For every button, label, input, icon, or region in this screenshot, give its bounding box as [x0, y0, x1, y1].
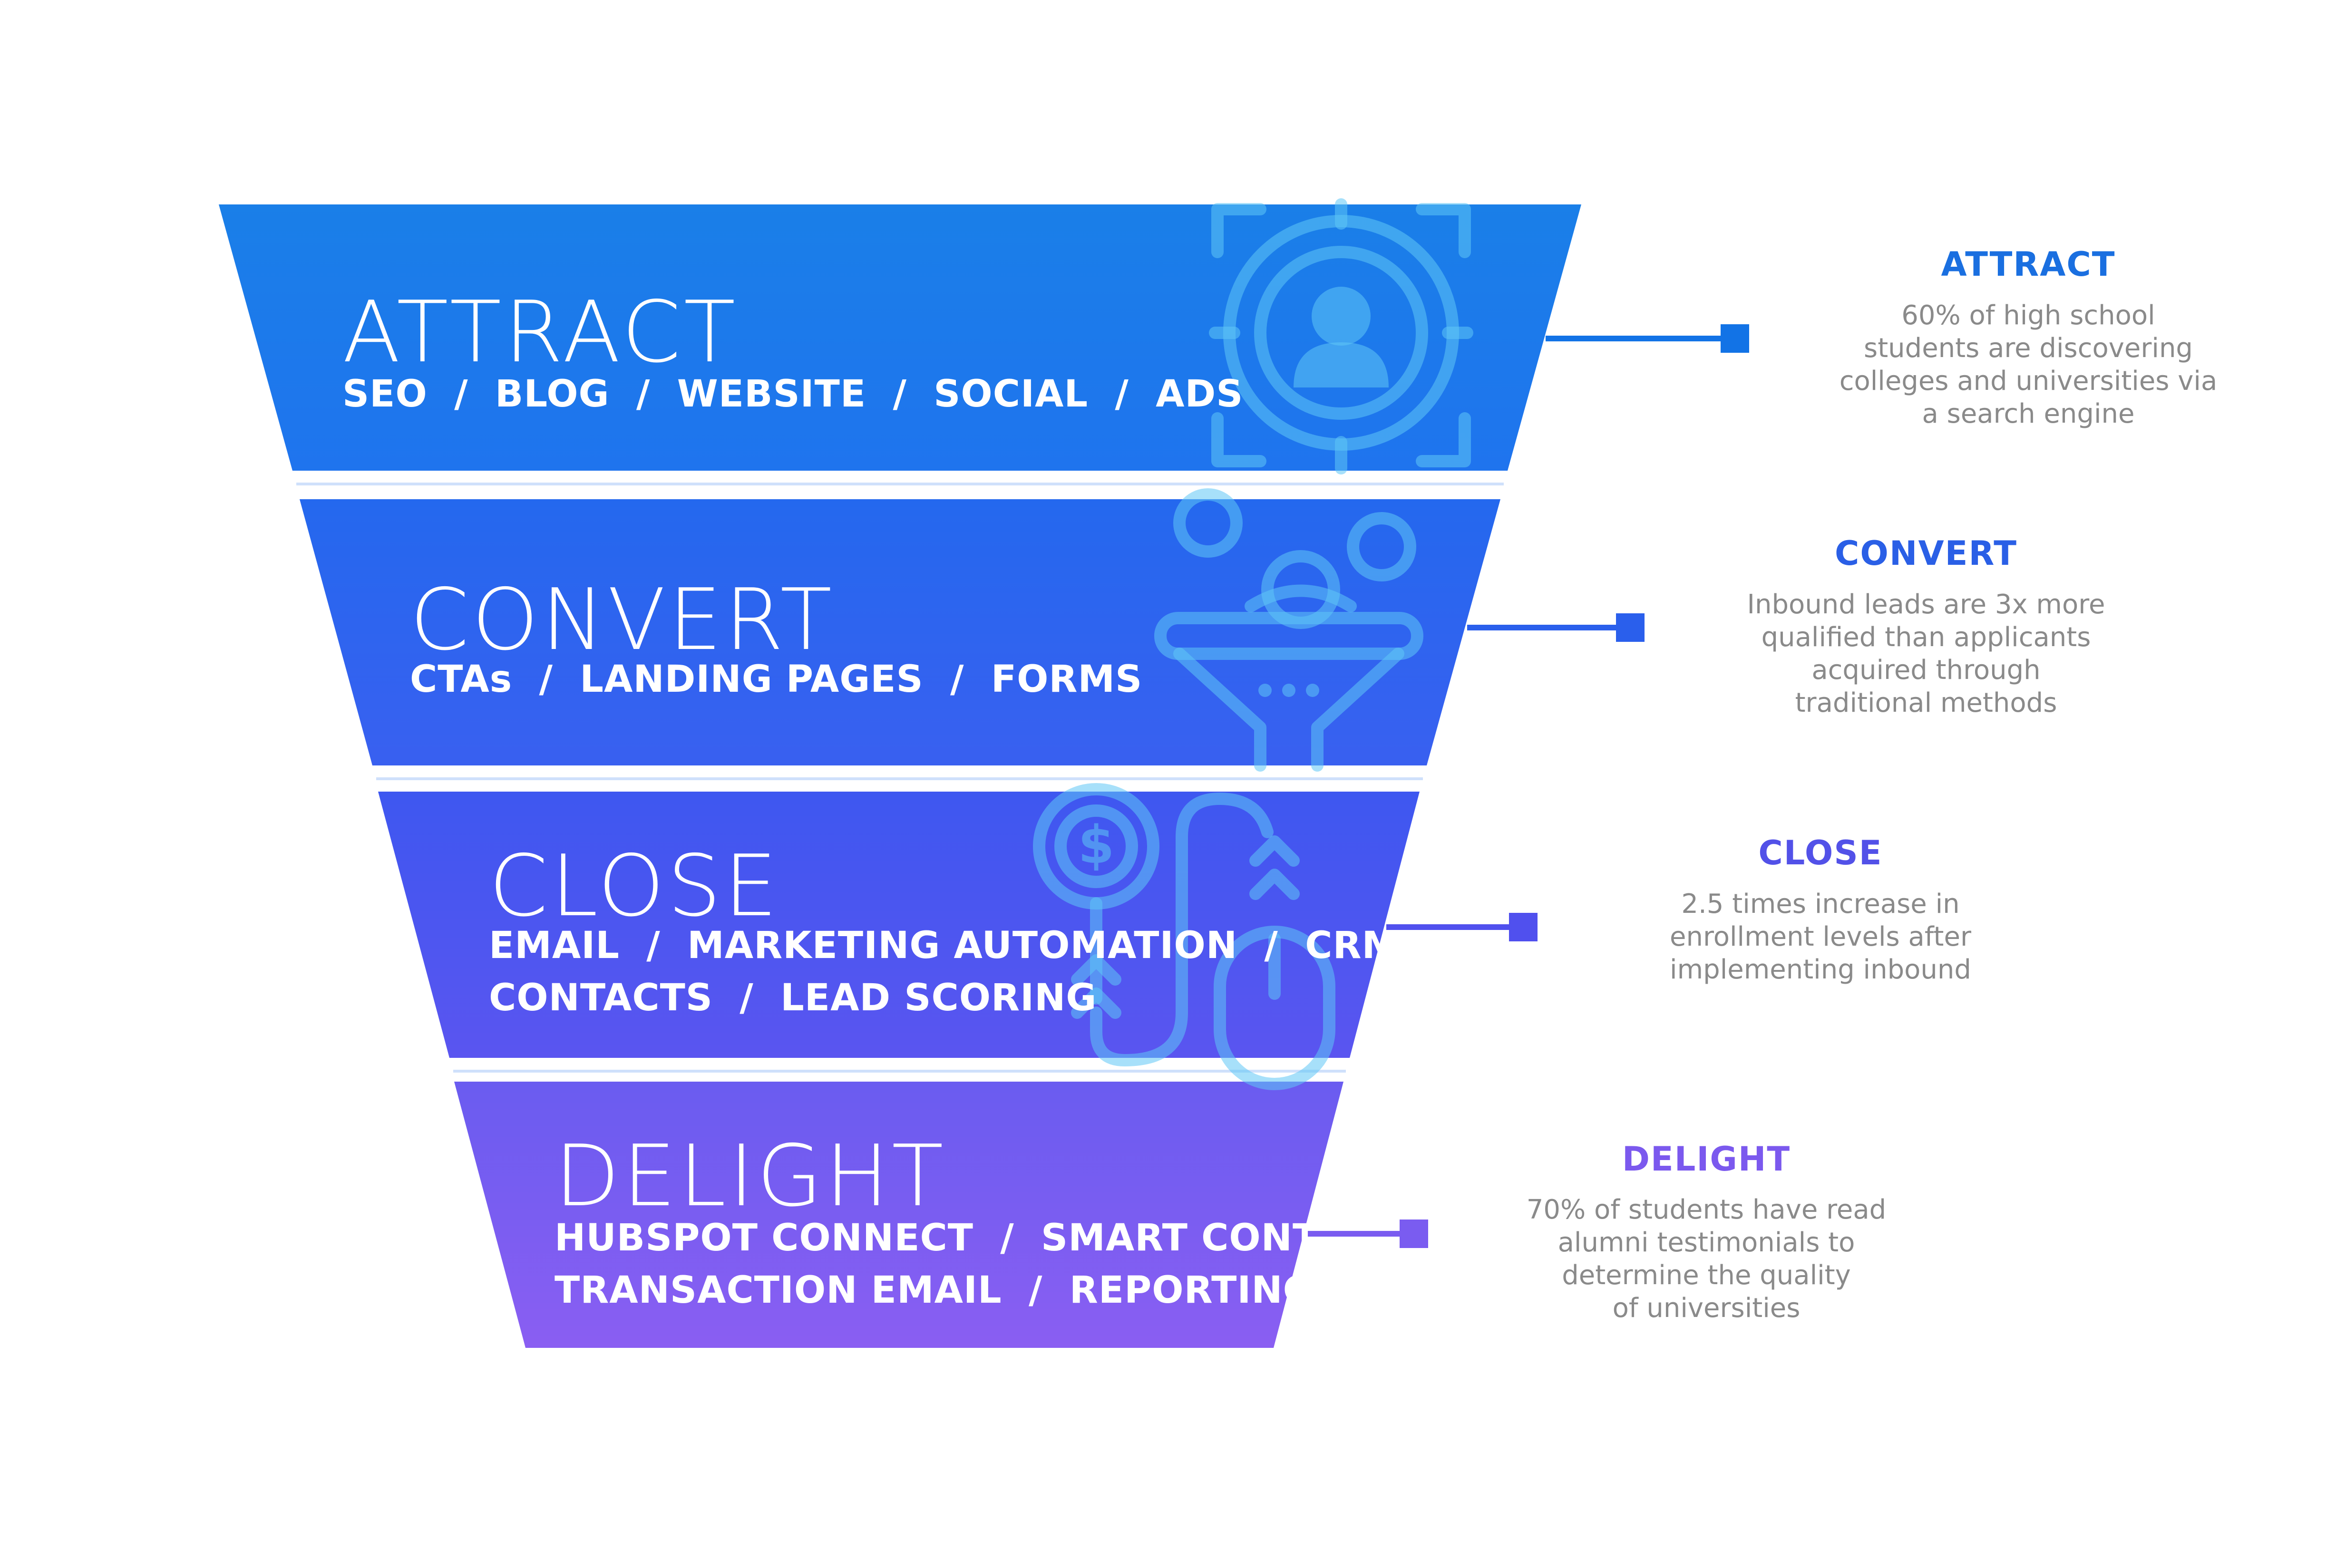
stage-title-convert: CONVERT: [410, 571, 835, 669]
bubble-icon: [1173, 488, 1243, 558]
user-body-icon: [1294, 342, 1389, 387]
side-title-close: CLOSE: [1758, 833, 1882, 872]
bubble-icon: [1347, 512, 1416, 581]
user-head-icon: [1312, 287, 1371, 346]
side-text-line: a search engine: [1922, 398, 2135, 429]
funnel-rim-icon: [1154, 612, 1423, 660]
side-text-line: implementing inbound: [1670, 954, 1971, 985]
stage-tools-delight: HUBSPOT CONNECT / SMART CONTENT: [555, 1217, 1402, 1259]
funnel-band-attract: [219, 204, 1581, 471]
connector-square-convert: [1616, 613, 1645, 642]
side-text-line: Inbound leads are 3x more: [1747, 589, 2105, 620]
connector-square-attract: [1721, 324, 1749, 353]
funnel-dot-icon: [1258, 684, 1272, 697]
cable-icon: [1090, 793, 1274, 1066]
side-title-attract: ATTRACT: [1941, 245, 2115, 284]
side-text-line: enrollment levels after: [1670, 921, 1972, 952]
funnel-band-convert: [300, 499, 1500, 765]
dollar-sign-icon: $: [1078, 814, 1115, 875]
funnel-band-delight: [454, 1082, 1343, 1348]
bracket-icon: [1416, 203, 1471, 258]
side-text-line: of universities: [1613, 1293, 1801, 1324]
connector-square-delight: [1400, 1220, 1428, 1248]
side-text-line: 2.5 times increase in: [1681, 889, 1959, 920]
funnel: [219, 204, 1581, 1348]
side-text-line: acquired through: [1811, 655, 2040, 686]
bracket-icon: [1211, 412, 1266, 467]
funnel-dot-icon: [1282, 684, 1295, 697]
side-title-convert: CONVERT: [1835, 534, 2017, 573]
side-text-line: qualified than applicants: [1762, 622, 2091, 653]
side-text-line: traditional methods: [1795, 687, 2057, 718]
arrow-up-icon: [1249, 835, 1300, 867]
arrow-up-icon: [1249, 869, 1300, 900]
side-text-line: alumni testimonials to: [1558, 1227, 1855, 1258]
funnel-lid-icon: [1245, 584, 1357, 612]
mouse-body-icon: [1214, 926, 1335, 1090]
funnel-icon: [1154, 488, 1423, 772]
stage-title-close: CLOSE: [489, 837, 780, 935]
funnel-body-icon: [1173, 648, 1404, 772]
stage-tools-delight: TRANSACTION EMAIL / REPORTING: [555, 1269, 1314, 1312]
target-inner-icon: [1254, 246, 1428, 420]
side-text-line: colleges and universities via: [1840, 366, 2218, 397]
side-text-line: 60% of high school: [1901, 300, 2155, 331]
side-text-line: 70% of students have read: [1527, 1194, 1886, 1225]
connector-square-close: [1509, 913, 1538, 941]
side-title-delight: DELIGHT: [1622, 1140, 1791, 1179]
arrow-up-icon: [1071, 987, 1121, 1019]
bracket-icon: [1416, 412, 1471, 467]
stage-tools-convert: CTAs / LANDING PAGES / FORMS: [410, 658, 1142, 701]
stage-tools-close: CONTACTS / LEAD SCORING: [489, 977, 1097, 1019]
target-user-icon: [1209, 198, 1473, 474]
bracket-icon: [1211, 203, 1266, 258]
coin-inner-icon: [1054, 804, 1138, 888]
stage-tools-attract: SEO / BLOG / WEBSITE / SOCIAL / ADS: [342, 373, 1243, 416]
funnel-band-close: [378, 792, 1420, 1058]
side-text-line: determine the quality: [1562, 1260, 1851, 1291]
side-text-line: students are discovering: [1864, 333, 2193, 364]
stage-title-attract: ATTRACT: [342, 283, 738, 381]
stage-tools-close: EMAIL / MARKETING AUTOMATION / CRMS: [489, 924, 1426, 967]
funnel-dot-icon: [1306, 684, 1319, 697]
arrow-up-icon: [1071, 954, 1121, 986]
dollar-mouse-icon: $: [1033, 783, 1335, 1090]
stage-title-delight: DELIGHT: [555, 1127, 946, 1225]
funnel-icons: $: [1033, 198, 1473, 1090]
